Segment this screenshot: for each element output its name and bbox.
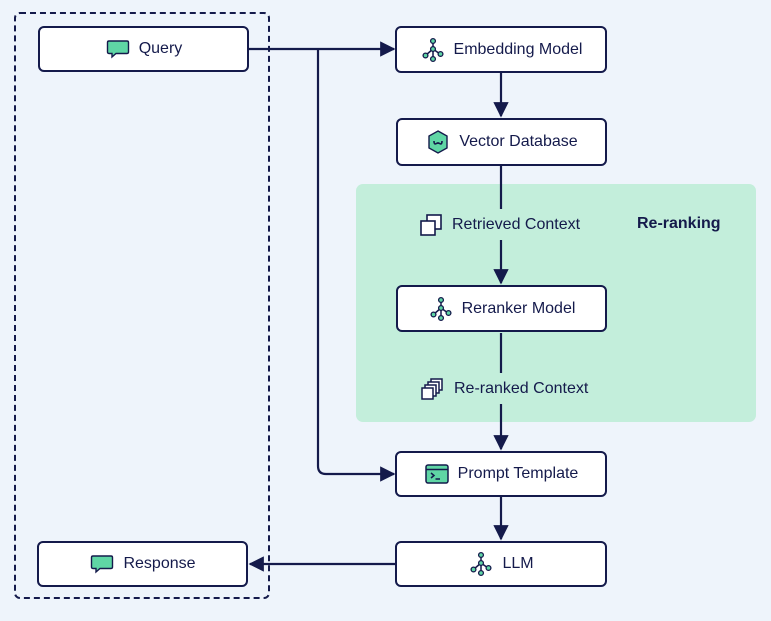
stacked-layers-icon bbox=[420, 376, 446, 402]
terminal-window-icon bbox=[424, 461, 450, 487]
response-node[interactable]: Response bbox=[37, 541, 248, 587]
vector-database-label: Vector Database bbox=[459, 133, 578, 150]
database-hexagon-icon bbox=[425, 129, 451, 155]
query-node[interactable]: Query bbox=[38, 26, 249, 72]
reranked-context-label: Re-ranked Context bbox=[420, 374, 588, 404]
chat-bubble-icon bbox=[89, 551, 115, 577]
user-boundary bbox=[14, 12, 270, 599]
reranker-model-label: Reranker Model bbox=[461, 299, 576, 317]
network-nodes-icon bbox=[428, 296, 454, 322]
stacked-squares-icon bbox=[418, 212, 444, 238]
llm-node[interactable]: LLM bbox=[395, 541, 607, 587]
embedding-model-node[interactable]: Embedding Model bbox=[395, 26, 607, 73]
prompt-template-node[interactable]: Prompt Template bbox=[395, 451, 607, 497]
embedding-model-label: Embedding Model bbox=[453, 40, 583, 58]
query-label: Query bbox=[138, 40, 183, 57]
network-nodes-icon bbox=[420, 37, 446, 63]
response-label: Response bbox=[123, 555, 196, 572]
reranker-model-node[interactable]: Reranker Model bbox=[396, 285, 607, 332]
vector-database-node[interactable]: Vector Database bbox=[396, 118, 607, 166]
retrieved-context-text: Retrieved Context bbox=[452, 216, 581, 233]
edge-query-prompt bbox=[316, 49, 396, 482]
reranked-context-text: Re-ranked Context bbox=[454, 380, 589, 397]
chat-bubble-icon bbox=[105, 36, 131, 62]
prompt-template-label: Prompt Template bbox=[457, 465, 579, 482]
reranking-group-label: Re-ranking bbox=[637, 215, 721, 232]
network-nodes-icon bbox=[468, 551, 494, 577]
llm-label: LLM bbox=[502, 555, 534, 572]
retrieved-context-label: Retrieved Context bbox=[418, 210, 580, 240]
